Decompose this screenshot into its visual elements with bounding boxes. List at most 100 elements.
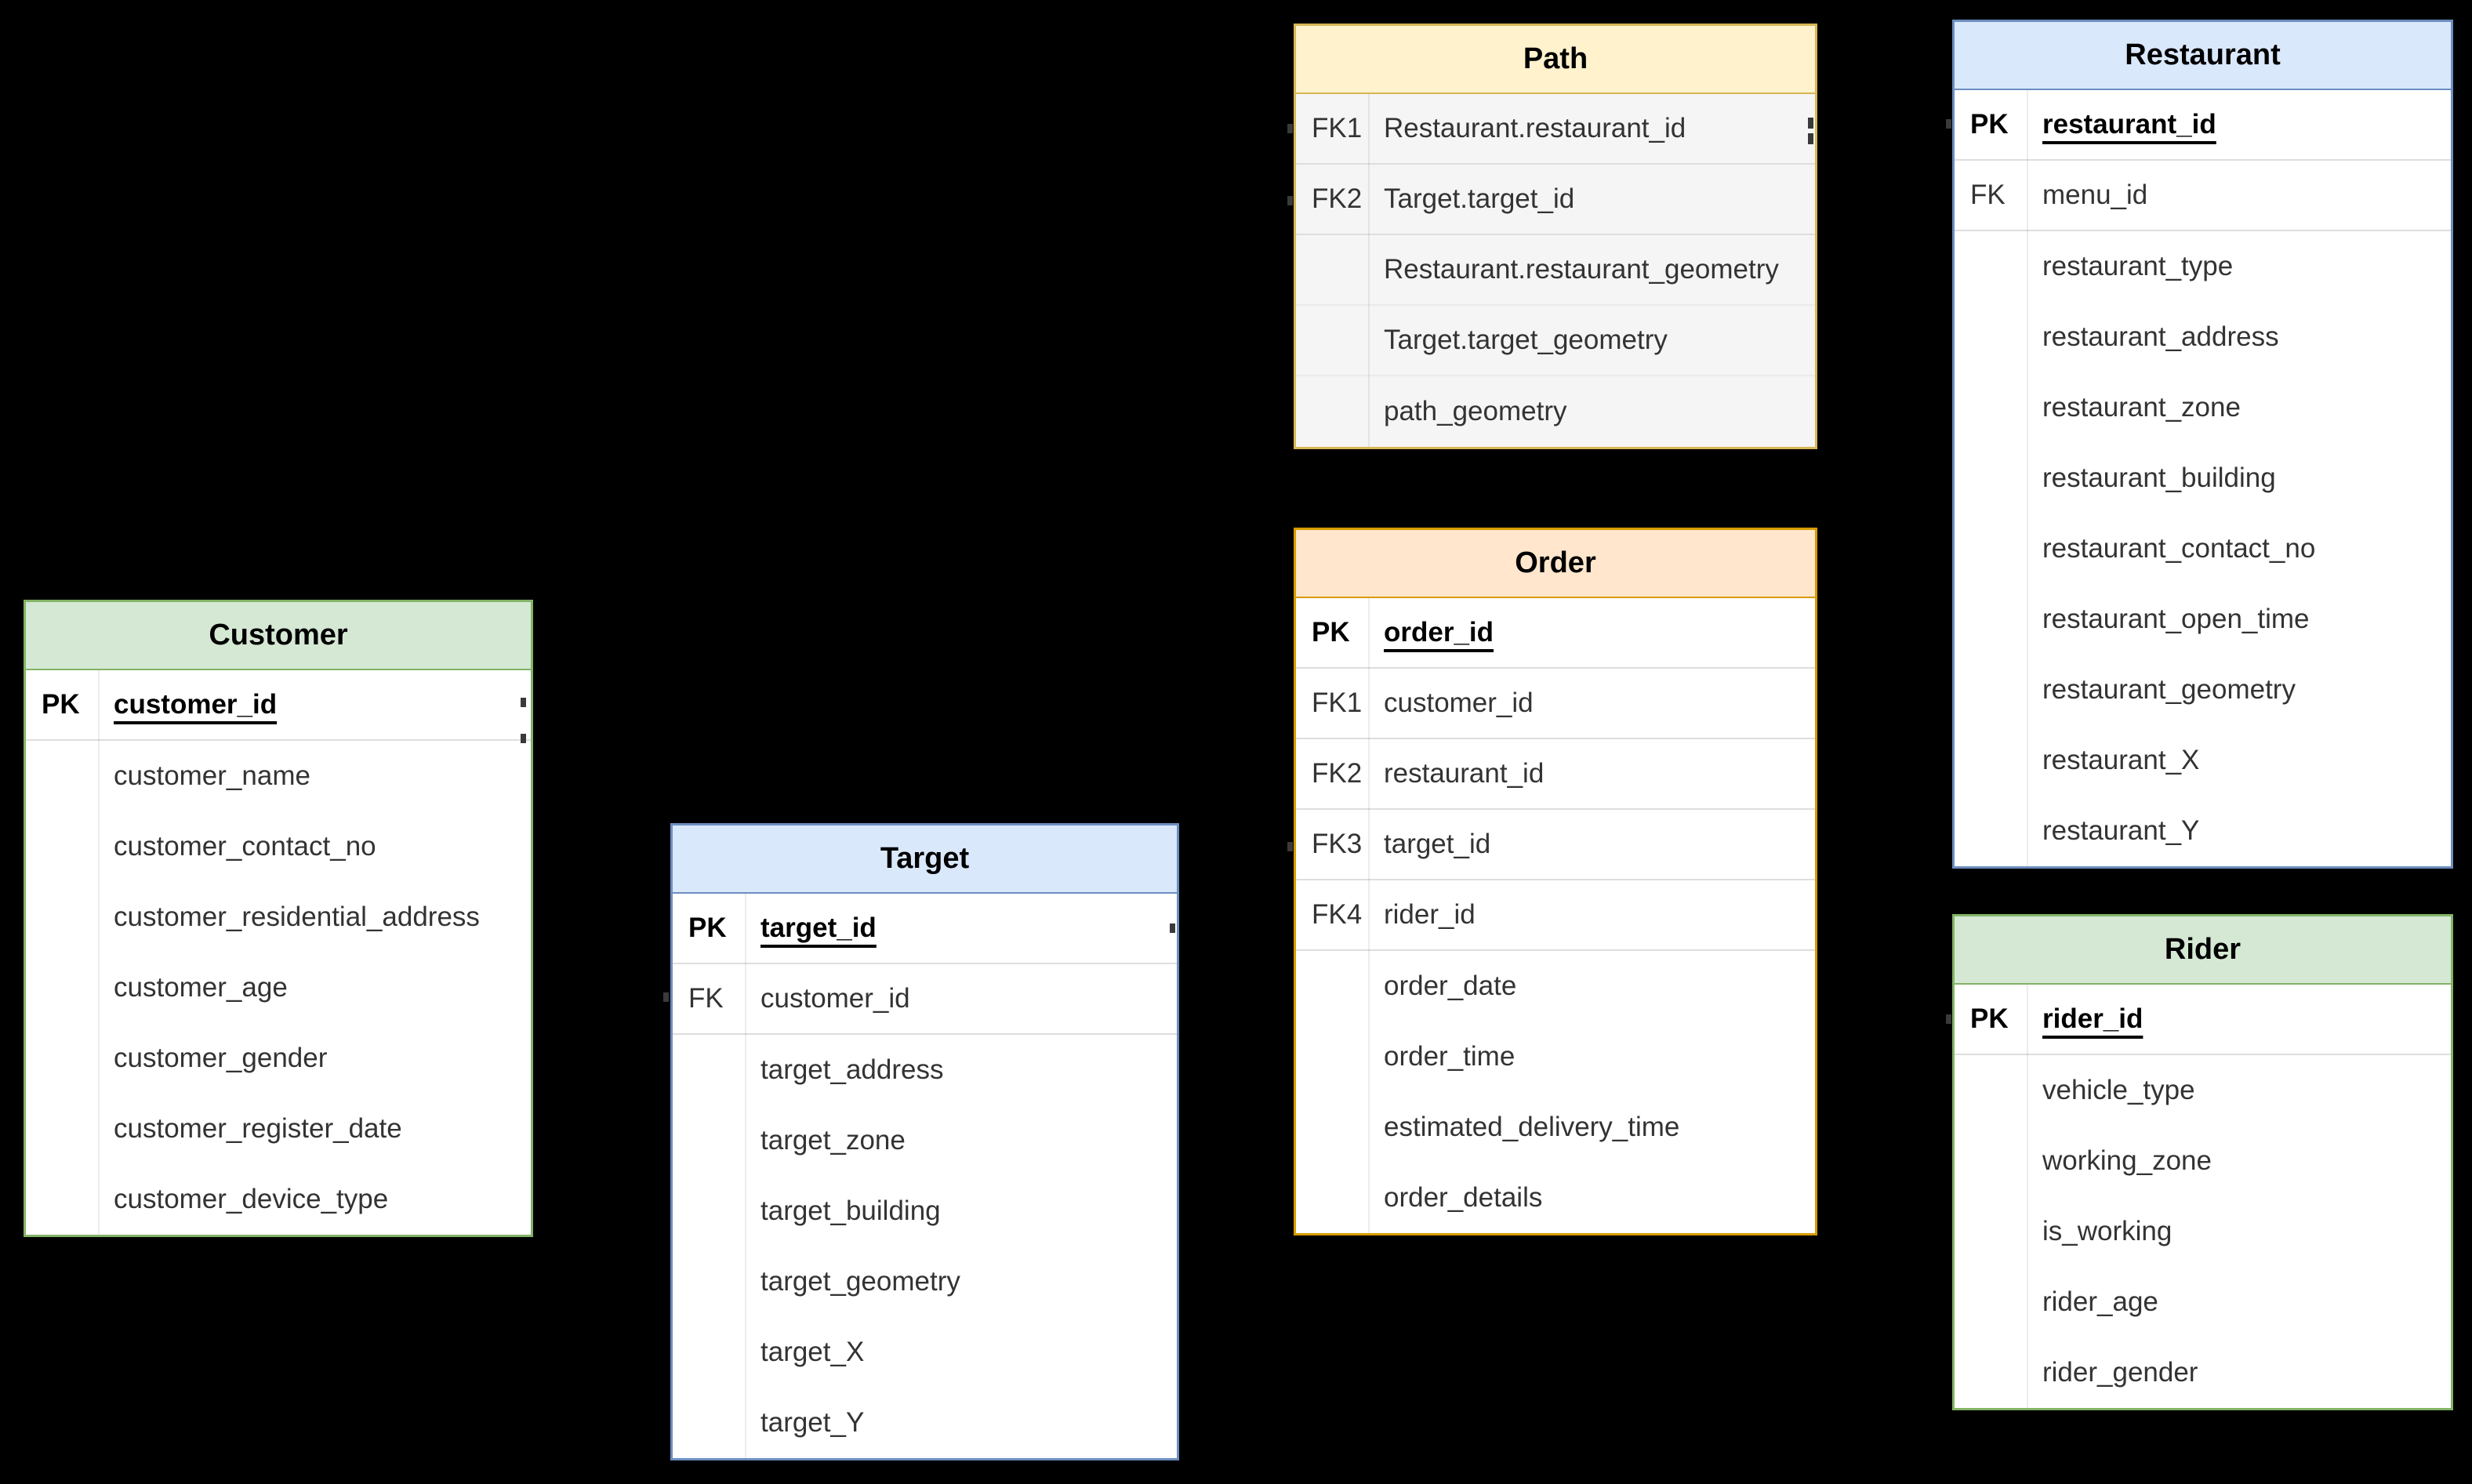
table-title: Order — [1515, 546, 1596, 579]
table-title: Path — [1523, 42, 1588, 75]
table-row: rider_gender — [1955, 1337, 2451, 1408]
connector-stub — [1287, 124, 1293, 133]
column-name: customer_id — [760, 983, 910, 1014]
table-row: restaurant_Y — [1955, 796, 2451, 866]
connector-stub — [1287, 842, 1293, 851]
column-name: target_geometry — [760, 1266, 960, 1297]
table-header: Restaurant — [1955, 22, 2451, 90]
table-row: is_working — [1955, 1196, 2451, 1267]
column-name: rider_id — [2042, 1003, 2143, 1034]
column-name: restaurant_Y — [2042, 815, 2200, 846]
column-name: restaurant_geometry — [2042, 674, 2296, 705]
table-header: Customer — [26, 602, 531, 670]
table-row: customer_name — [26, 741, 531, 811]
column-name: target_building — [760, 1196, 941, 1226]
column-name: target_id — [1384, 829, 1491, 859]
table-row: Restaurant.restaurant_geometry — [1296, 235, 1815, 306]
column-name: Restaurant.restaurant_id — [1384, 113, 1686, 143]
column-name: customer_residential_address — [114, 902, 480, 932]
column-name: customer_device_type — [114, 1184, 389, 1214]
column-name: restaurant_id — [2042, 109, 2216, 140]
column-name: Restaurant.restaurant_geometry — [1384, 254, 1779, 285]
column-name: rider_age — [2042, 1286, 2158, 1317]
table-row: restaurant_geometry — [1955, 655, 2451, 725]
column-name: path_geometry — [1384, 396, 1567, 426]
column-name: target_X — [760, 1337, 865, 1367]
column-name: Target.target_id — [1384, 183, 1575, 214]
column-name: order_id — [1384, 617, 1494, 648]
table-title: Rider — [2164, 933, 2241, 966]
connector-stub — [1170, 923, 1175, 933]
key-label: FK4 — [1312, 899, 1363, 930]
table-header: Rider — [1955, 916, 2451, 985]
connector-stub — [1946, 119, 1951, 129]
column-name: customer_gender — [114, 1043, 328, 1073]
column-name: restaurant_address — [2042, 321, 2279, 352]
connector-stub — [521, 734, 526, 743]
key-label: PK — [1970, 109, 2009, 140]
table-row: FK customer_id — [673, 964, 1177, 1035]
table-title: Customer — [209, 619, 348, 651]
connector-stub — [521, 698, 526, 707]
table-row: customer_device_type — [26, 1164, 531, 1235]
table-row: order_time — [1296, 1021, 1815, 1092]
column-name: estimated_delivery_time — [1384, 1112, 1680, 1142]
table-row: Target.target_geometry — [1296, 306, 1815, 376]
column-name: menu_id — [2042, 180, 2148, 210]
table-row: restaurant_zone — [1955, 372, 2451, 443]
table-row: working_zone — [1955, 1126, 2451, 1196]
table-row: customer_register_date — [26, 1094, 531, 1164]
table-row: FK2 restaurant_id — [1296, 739, 1815, 810]
table-row: PK restaurant_id — [1955, 90, 2451, 161]
key-label: FK1 — [1312, 113, 1363, 143]
column-name: customer_register_date — [114, 1113, 402, 1144]
table-row: estimated_delivery_time — [1296, 1092, 1815, 1163]
table-row: target_Y — [673, 1388, 1177, 1458]
column-name: restaurant_contact_no — [2042, 533, 2316, 564]
table-row: target_building — [673, 1176, 1177, 1246]
table-row: PK target_id — [673, 894, 1177, 964]
key-label: PK — [42, 689, 80, 720]
column-name: vehicle_type — [2042, 1075, 2195, 1105]
column-name: customer_name — [114, 760, 310, 791]
column-name: rider_gender — [2042, 1357, 2198, 1388]
key-label: FK2 — [1312, 758, 1363, 789]
column-name: order_details — [1384, 1182, 1543, 1213]
column-name: restaurant_id — [1384, 758, 1545, 789]
column-name: target_Y — [760, 1407, 865, 1438]
table-row: FK1 Restaurant.restaurant_id — [1296, 94, 1815, 165]
column-name: restaurant_X — [2042, 745, 2200, 775]
connector-stub — [1287, 196, 1293, 205]
column-name: target_id — [760, 913, 877, 943]
column-name: rider_id — [1384, 899, 1476, 930]
table-row: customer_gender — [26, 1023, 531, 1094]
table-header: Path — [1296, 26, 1815, 94]
column-name: working_zone — [2042, 1145, 2212, 1176]
column-name: restaurant_zone — [2042, 392, 2241, 423]
column-name: target_address — [760, 1054, 944, 1085]
column-name: customer_contact_no — [114, 831, 376, 862]
table-row: restaurant_building — [1955, 443, 2451, 513]
connector-stub — [1946, 1014, 1951, 1024]
table-row: target_address — [673, 1035, 1177, 1105]
column-name: restaurant_type — [2042, 251, 2234, 281]
key-label: PK — [688, 913, 727, 943]
key-label: FK — [688, 983, 724, 1014]
table-row: customer_contact_no — [26, 811, 531, 882]
connector-stub — [1808, 133, 1813, 144]
table-row: target_X — [673, 1317, 1177, 1388]
table-title: Target — [880, 842, 970, 875]
column-name: restaurant_building — [2042, 463, 2276, 493]
